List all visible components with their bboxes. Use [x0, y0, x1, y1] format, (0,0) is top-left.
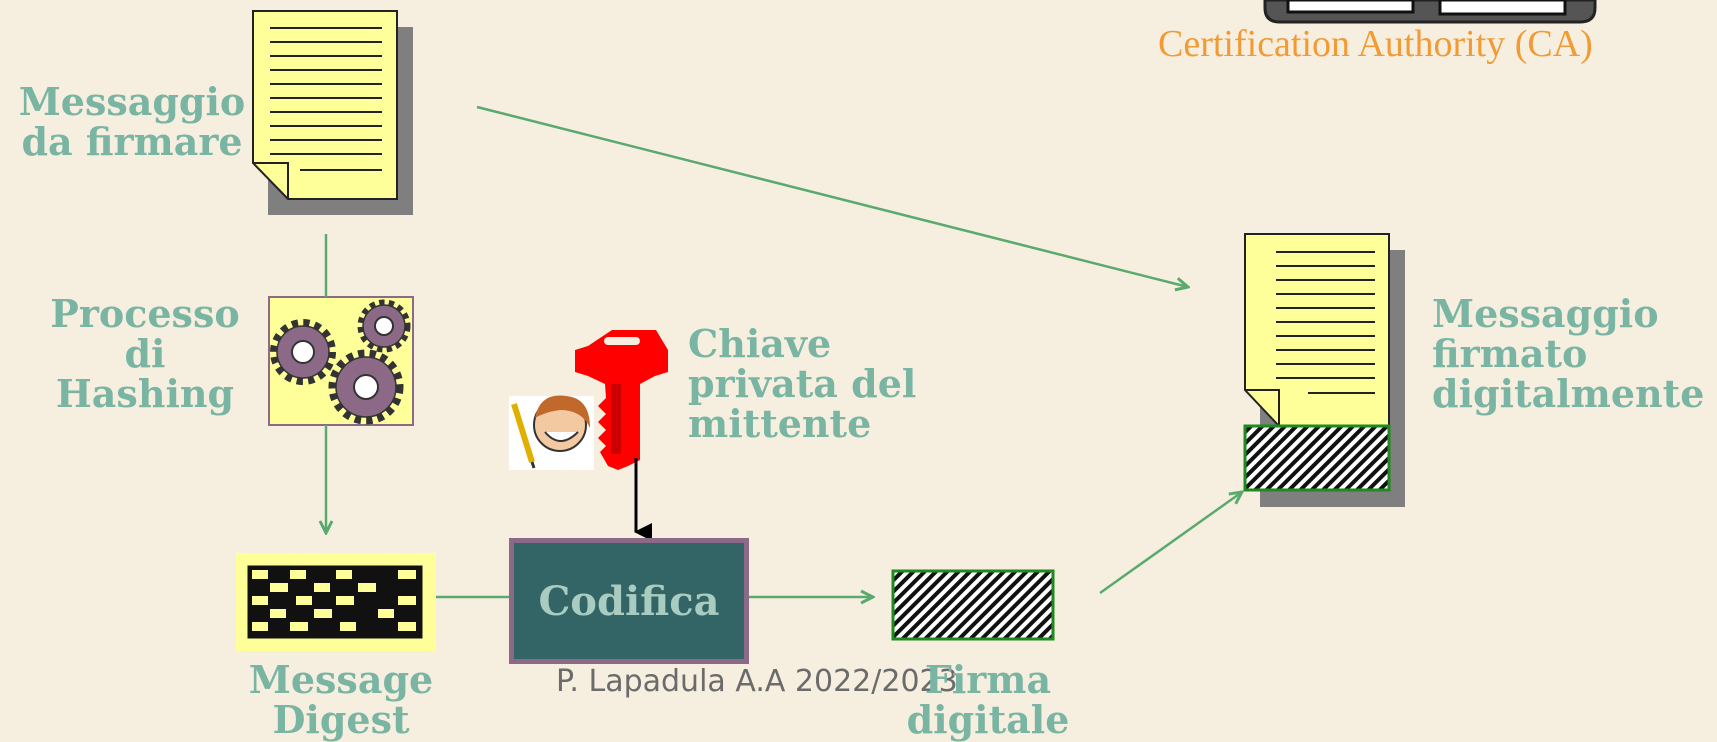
codifica-label: Codifica [538, 577, 720, 625]
label-line: Chiave [688, 321, 832, 366]
signed-document-icon [1243, 233, 1405, 507]
label-chiave-privata: Chiave privata del mittente [688, 324, 916, 444]
footer-credit: P. Lapadula A.A 2022/2023 [556, 664, 958, 699]
label-processo-hashing: Processo di Hashing [40, 294, 250, 414]
label-line: Message [248, 657, 434, 702]
codifica-box: Codifica [509, 538, 749, 664]
label-line: di [124, 331, 166, 376]
label-line: Hashing [55, 371, 235, 416]
person-pencil-icon [509, 395, 594, 470]
signature-pattern-icon [891, 569, 1055, 641]
label-line: Messaggio [1432, 291, 1659, 336]
label-line: da firmare [21, 119, 243, 164]
gears-icon [268, 296, 414, 426]
label-line: Messaggio [18, 79, 246, 124]
label-line: firmato [1432, 331, 1588, 376]
digest-grid-icon [236, 553, 436, 651]
label-line: privata del [688, 361, 917, 406]
ca-device-icon [1263, 0, 1597, 24]
document-icon [252, 10, 413, 215]
label-line: digitalmente [1432, 371, 1705, 416]
label-message-digest: Message Digest [236, 660, 446, 740]
key-icon [575, 330, 668, 470]
label-line: Digest [272, 697, 410, 742]
label-messaggio-firmato: Messaggio firmato digitalmente [1432, 294, 1704, 414]
label-messaggio-da-firmare: Messaggio da firmare [16, 82, 248, 162]
ca-label: Certification Authority (CA) [1158, 23, 1593, 65]
connectors [326, 105, 1242, 597]
label-line: Processo [50, 291, 240, 336]
label-line: mittente [688, 401, 872, 446]
label-line: Firma [924, 657, 1052, 702]
label-firma-digitale: Firma digitale [898, 660, 1078, 740]
label-line: digitale [906, 697, 1070, 742]
